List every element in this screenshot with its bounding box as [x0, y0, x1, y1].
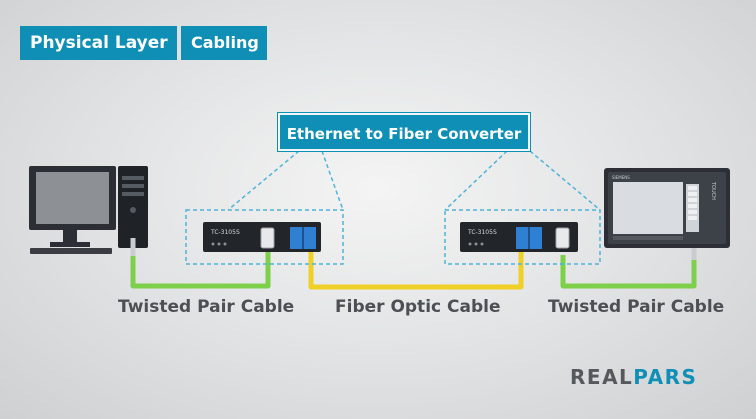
twisted-pair-cable-right [560, 255, 697, 289]
fiber-optic-cable-label: Fiber Optic Cable [335, 297, 501, 317]
ethernet-to-fiber-converter-label: Ethernet to Fiber Converter [277, 112, 531, 152]
cabling-tag: Cabling [181, 26, 267, 60]
converter-right-model: TC-3105S [467, 229, 497, 236]
hmi-screen [613, 182, 683, 234]
callout-lines [185, 150, 601, 265]
realpars-logo: REALPARS [570, 365, 697, 389]
monitor-screen [36, 172, 109, 224]
converter-left-model: TC-3105S [210, 229, 240, 236]
hmi-brand: SIEMENS [612, 175, 630, 180]
logo-real: REAL [570, 365, 634, 389]
physical-layer-tag: Physical Layer [20, 26, 177, 60]
twisted-pair-cable-left [130, 250, 271, 289]
rj45-plug [260, 227, 275, 249]
converter-left: TC-3105S [203, 222, 321, 252]
logo-pars: PARS [633, 365, 698, 389]
rj45-plug [555, 227, 570, 249]
keyboard [30, 248, 112, 254]
twisted-pair-cable-label-right: Twisted Pair Cable [548, 297, 725, 317]
hmi-side-text: TOUCH [710, 181, 716, 200]
desktop-computer [29, 166, 148, 256]
hmi-panel: SIEMENS TOUCH [604, 168, 730, 260]
converter-right: TC-3105S [460, 222, 578, 252]
fiber-optic-cable [308, 252, 524, 290]
twisted-pair-cable-label-left: Twisted Pair Cable [118, 297, 295, 317]
